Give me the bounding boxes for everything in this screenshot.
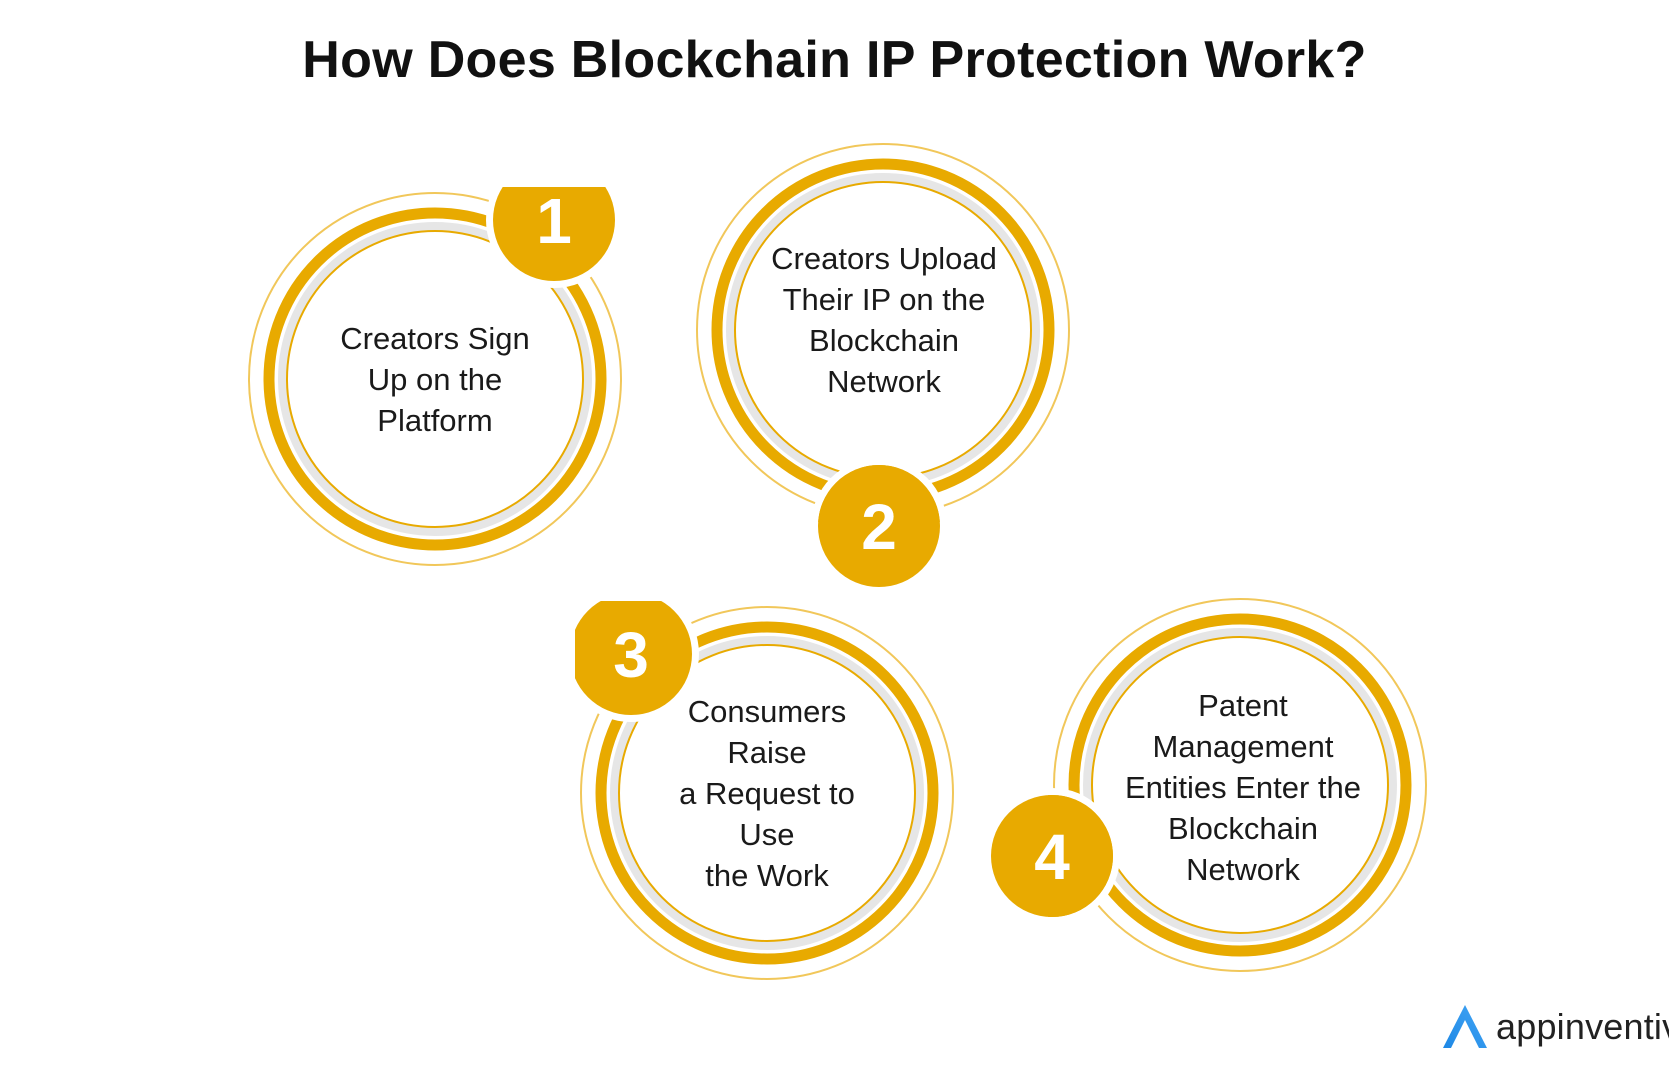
step-1-circle: 1 Creators Sign Up on the Platform — [243, 187, 627, 571]
step-2-number: 2 — [861, 491, 897, 563]
step-3-number: 3 — [613, 619, 649, 691]
step-3-label: Consumers Raise a Request to Use the Wor… — [679, 693, 855, 893]
logo-text: appinventiv — [1496, 1006, 1669, 1047]
step-4-circle: Patent Management Entities Enter the Blo… — [1048, 593, 1432, 977]
appinventiv-logo-icon — [1443, 1005, 1487, 1048]
step-2-label: Creators Upload Their IP on the Blockcha… — [771, 241, 997, 399]
page-title: How Does Blockchain IP Protection Work? — [302, 31, 1367, 89]
step-2-badge: 2 — [818, 465, 940, 587]
step-4-label: Patent Management Entities Enter the Blo… — [1124, 687, 1362, 887]
step-1-label: Creators Sign Up on the Platform — [340, 320, 530, 438]
step-3-rings: 3 — [575, 601, 954, 980]
step-4-badge: 4 — [991, 795, 1113, 917]
appinventiv-logo: appinventiv — [1440, 1000, 1669, 1054]
step-3-circle: 3 Consumers Raise a Request to Use the W… — [575, 601, 959, 985]
step-1-rings: 1 — [248, 187, 622, 566]
step-4-number: 4 — [1034, 821, 1070, 893]
step-1-number: 1 — [536, 187, 572, 257]
